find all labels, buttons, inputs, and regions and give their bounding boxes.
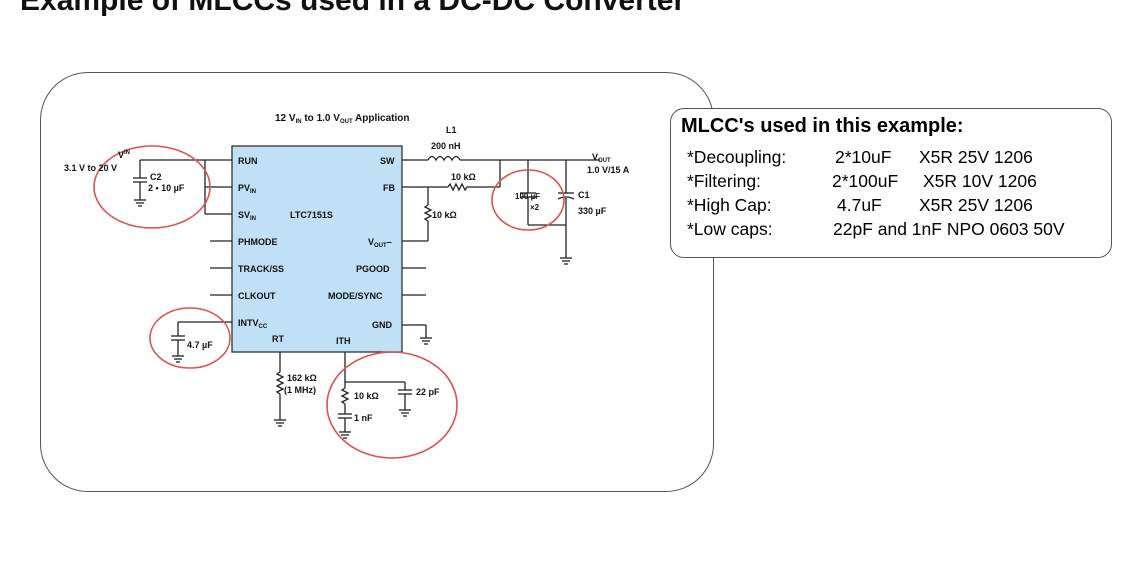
- pin-sw: SW: [380, 156, 395, 166]
- slide-title: Example of MLCCs used in a DC-DC Convert…: [20, 0, 686, 17]
- l1-name: L1: [446, 125, 457, 135]
- pin-pvin: PVIN: [238, 183, 256, 195]
- info-label: *High Cap:: [687, 195, 772, 215]
- pin-mode-sync: MODE/SYNC: [328, 291, 383, 301]
- highlight-loop-comp: [326, 351, 458, 459]
- mlcc-info-box: MLCC's used in this example: *Decoupling…: [670, 108, 1112, 258]
- c1-name: C1: [578, 190, 590, 200]
- vin-range: 3.1 V to 20 V: [64, 163, 117, 173]
- pin-clkout: CLKOUT: [238, 291, 276, 301]
- rt-frequency: (1 MHz): [284, 385, 316, 395]
- vout-value: 1.0 V/15 A: [587, 165, 630, 175]
- vin-label: VIN: [118, 150, 130, 160]
- info-qty: 2*10uF: [835, 147, 892, 167]
- info-label: *Filtering:: [687, 171, 761, 191]
- info-spec: X5R 10V 1206: [923, 171, 1037, 191]
- pin-ith: ITH: [336, 336, 351, 346]
- pin-phmode: PHMODE: [238, 237, 278, 247]
- rt-value: 162 kΩ: [287, 373, 317, 383]
- r-top-value: 10 kΩ: [451, 172, 476, 182]
- pin-intvcc: INTVCC: [238, 318, 268, 330]
- ic-name: LTC7151S: [290, 210, 333, 220]
- info-qty: 2*100uF: [832, 171, 899, 191]
- intvcc-cap-value: 4.7 µF: [187, 340, 213, 350]
- ith-resistor-value: 10 kΩ: [354, 391, 379, 401]
- info-label: *Low caps:: [687, 219, 773, 239]
- ith-comp-cap-value: 22 pF: [416, 387, 440, 397]
- highlight-output-caps: [491, 169, 565, 231]
- pin-vout-sense: VOUT–: [368, 237, 392, 249]
- highlight-intvcc-cap: [149, 307, 231, 369]
- info-spec: X5R 25V 1206: [919, 147, 1033, 167]
- cout-value: 100 µF: [515, 192, 540, 201]
- pin-run: RUN: [238, 156, 258, 166]
- c2-name: C2: [150, 172, 162, 182]
- converter-schematic: 12 VIN to 1.0 VOUT Application VIN 3.1 V…: [64, 113, 630, 459]
- vout-label: VOUT: [592, 152, 611, 164]
- application-title: 12 VIN to 1.0 VOUT Application: [275, 113, 409, 125]
- ic-body: [231, 145, 403, 353]
- c1-value: 330 µF: [578, 206, 607, 216]
- info-qty: 4.7uF: [837, 195, 882, 215]
- info-qty: 22pF and 1nF NPO 0603 50V: [833, 219, 1065, 239]
- info-label: *Decoupling:: [687, 147, 787, 167]
- pin-gnd: GND: [372, 320, 393, 330]
- pin-pgood: PGOOD: [356, 264, 390, 274]
- pin-track-ss: TRACK/SS: [238, 264, 284, 274]
- ith-cap-value: 1 nF: [354, 413, 373, 423]
- pin-fb: FB: [383, 183, 395, 193]
- r-bottom-value: 10 kΩ: [432, 210, 457, 220]
- cout-mult: ×2: [530, 203, 540, 212]
- info-title: MLCC's used in this example:: [681, 115, 964, 137]
- pin-svin: SVIN: [238, 210, 256, 222]
- highlight-decoupling: [93, 145, 211, 229]
- pin-rt: RT: [272, 334, 284, 344]
- l1-value: 200 nH: [431, 141, 461, 151]
- info-spec: X5R 25V 1206: [919, 195, 1033, 215]
- c2-value: 2 • 10 µF: [148, 183, 185, 193]
